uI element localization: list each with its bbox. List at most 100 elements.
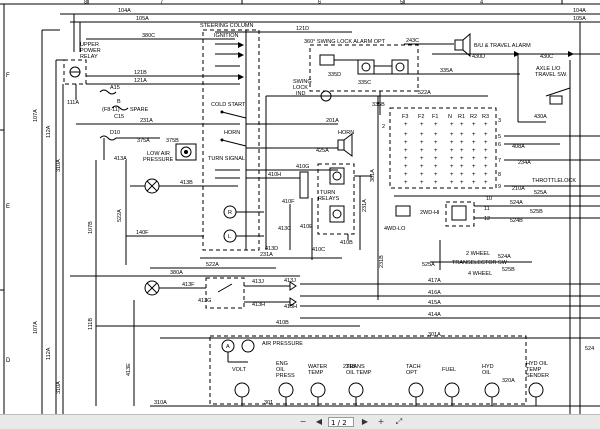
transelector-section: 525A 10 11 12 4WD-LO 2WD-HI 524A 524B 52…	[384, 190, 600, 277]
wire-label: 525B	[502, 267, 515, 273]
wire-label: 524	[585, 346, 594, 352]
grid-col-label: 5	[400, 0, 403, 6]
gear-label: R3	[482, 114, 489, 120]
wire-label: 380C	[142, 33, 155, 39]
horn: 201A HORN 425A	[246, 118, 354, 157]
wire-label: 105A	[573, 16, 586, 22]
wire-label: 104A	[118, 8, 131, 14]
selector-contact: +	[460, 164, 464, 170]
component-label: TRAVEL SW.	[535, 72, 568, 78]
gauge-label: VOLT	[232, 367, 247, 373]
wire-231a-bus: 231A 522A 231A 381A 231B	[150, 96, 385, 300]
selector-contact: +	[460, 148, 464, 154]
terminal-label: 11	[484, 206, 490, 212]
selector-contact: +	[420, 164, 424, 170]
wire-label: 107A	[33, 321, 39, 334]
gear-selector-grid: F3 F2 F1 N R1 R2 R3 ++++++++++++++++++++…	[382, 107, 600, 192]
component-label: HORN	[338, 130, 354, 136]
selector-contact: +	[420, 180, 424, 186]
wire-label: 375A	[137, 138, 150, 144]
fuse-label: D10	[110, 130, 120, 136]
selector-contact: +	[460, 132, 464, 138]
wire-522a-top: 522A	[265, 90, 488, 250]
wire-label: 413C	[278, 226, 291, 232]
gauge-label: ENG	[276, 361, 288, 367]
wire-label: 121A	[134, 78, 147, 84]
terminal-label: 3	[498, 118, 501, 124]
wire-label: 381A	[370, 169, 376, 182]
gauge: VOLT	[232, 367, 250, 406]
wire-label: 335D	[328, 72, 341, 78]
gear-label: F1	[432, 114, 438, 120]
terminal-label: 10	[486, 196, 492, 202]
wire-380c: 380C	[86, 33, 235, 40]
wire-label: 522A	[206, 262, 219, 268]
relay-label: POWER	[80, 48, 101, 54]
wire-label: 310A	[56, 381, 62, 394]
wire-label: 524A	[498, 254, 511, 260]
wire-label: 522A	[117, 209, 123, 222]
next-page-button[interactable]: ▶	[361, 417, 369, 426]
block-label: TURN SIGNAL	[208, 156, 245, 162]
gauge-label: TEMP	[308, 370, 324, 376]
relay-label: RELAY	[80, 54, 98, 60]
wire-label: 140F	[136, 230, 149, 236]
component-label: SWING	[293, 79, 312, 85]
wire-label: 524B	[510, 218, 523, 224]
gauge-dial-icon	[484, 382, 500, 398]
component-label: 2 WHEEL	[466, 251, 490, 257]
terminal-label: 7	[498, 158, 501, 164]
selector-contact: +	[472, 164, 476, 170]
selector-contact: +	[434, 132, 438, 138]
zoom-in-button[interactable]: +	[377, 417, 385, 426]
wire-label: 121B	[134, 70, 147, 76]
fuse-label: C15	[114, 114, 124, 120]
selector-contact: +	[404, 148, 408, 154]
prev-page-button[interactable]: ◀	[315, 417, 323, 426]
selector-contact: +	[484, 140, 488, 146]
wire-label: 525A	[422, 262, 435, 268]
grid-col-label: 8	[84, 0, 87, 6]
gauge-label: SENDER	[526, 373, 549, 379]
wire-label: 430C	[540, 54, 553, 60]
component-label: THROTTLELOCK	[532, 178, 576, 184]
wire-label: 380A	[170, 270, 183, 276]
pdf-toolbar: − ◀ 1 / 2 ▶ + ⤢	[0, 414, 600, 429]
fuse-label: (F8-11)	[102, 107, 120, 113]
wire-label: 375B	[166, 138, 179, 144]
gauge-dial-icon	[234, 382, 250, 398]
wire-label: 210A	[512, 186, 525, 192]
wire-label: 107B	[88, 221, 94, 234]
wire-label: 410B	[340, 240, 353, 246]
gear-label: N	[448, 114, 452, 120]
wire-label: 410H	[268, 172, 281, 178]
block-label: RELAYS	[318, 196, 340, 202]
wire-label: 413J	[284, 278, 296, 284]
component-label: 2WD-HI	[420, 210, 440, 216]
wiring-schematic: 8 7 6 5 4 F E D 104A 105A 104A 105A 107A…	[0, 0, 600, 414]
wire-label: 231A	[362, 199, 368, 212]
block-label: TURN	[320, 190, 335, 196]
wire-label: 335A	[440, 68, 453, 74]
gauge-panel: A AIR PRESSURE 231B 320A VOLTENGOILPRESS…	[150, 335, 600, 407]
selector-contact: +	[434, 140, 438, 146]
zoom-out-button[interactable]: −	[299, 417, 307, 426]
wire-label: 112A	[46, 125, 52, 138]
selector-contact: +	[450, 122, 454, 128]
gear-label: F3	[402, 114, 408, 120]
grid-row-label: D	[6, 358, 11, 364]
fit-page-icon[interactable]: ⤢	[395, 417, 403, 426]
selector-contact: +	[450, 164, 454, 170]
wire-label: 111A	[67, 100, 79, 106]
wire-label: 310A	[56, 159, 62, 172]
page-number-field[interactable]: 1 / 2	[328, 417, 354, 427]
gauge-dial-icon	[528, 382, 544, 398]
selector-contact: +	[472, 132, 476, 138]
selector-contact: +	[484, 164, 488, 170]
sheet-frame: 8 7 6 5 4 F E D	[0, 0, 600, 414]
wire-label: 243C	[406, 38, 419, 44]
wire-label: 417A	[428, 278, 441, 284]
